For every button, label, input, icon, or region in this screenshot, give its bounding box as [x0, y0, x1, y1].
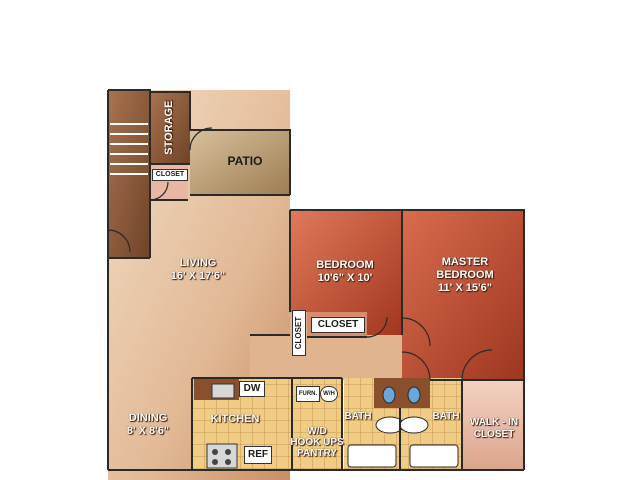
stove [206, 443, 238, 469]
living-name-label: LIVING [179, 257, 217, 269]
master-name2-label: BEDROOM [436, 269, 494, 281]
wd-line2-label: HOOK UPS [290, 437, 344, 448]
stair-steps [110, 123, 148, 175]
bath-counter [374, 378, 430, 408]
bath-left-label: BATH [344, 411, 372, 422]
tub-left [347, 444, 397, 468]
wd-line3-label: PANTRY [297, 448, 337, 459]
tub-right [409, 444, 459, 468]
bedroom-size-label: 10'6" X 10' [317, 272, 373, 284]
furn-label: FURN. [296, 386, 320, 402]
vertical-closet-label: CLOSET [292, 310, 306, 356]
storage-room [150, 92, 190, 164]
bedroom-closet-label: CLOSET [311, 317, 365, 333]
patio-room [190, 130, 290, 195]
master-size-label: 11' X 15'6" [438, 282, 492, 294]
walkin-closet-room [462, 380, 524, 470]
wh-label: W/H [320, 386, 338, 402]
bath-right-label: BATH [432, 411, 460, 422]
walkin-line2-label: CLOSET [473, 429, 515, 440]
master-name-label: MASTER [441, 256, 489, 268]
kitchen-label: KITCHEN [210, 413, 260, 425]
master-bedroom-room [402, 210, 524, 380]
door-swings [107, 127, 493, 381]
dining-size-label: 8' X 8'6" [126, 425, 170, 437]
ref-label: REF [244, 446, 272, 464]
wd-line1-label: W/D [307, 426, 327, 437]
storage-label: STORAGE [163, 100, 176, 155]
bedroom-name-label: BEDROOM [316, 259, 374, 271]
sink [211, 383, 235, 399]
living-size-label: 16' X 17'6" [170, 270, 226, 282]
dw-label: DW [239, 381, 265, 397]
walkin-line1-label: WALK - IN [469, 417, 519, 428]
patio-label: PATIO [227, 154, 263, 168]
dining-name-label: DINING [128, 412, 168, 424]
walls [107, 89, 525, 471]
small-closet-label: CLOSET [152, 169, 188, 181]
